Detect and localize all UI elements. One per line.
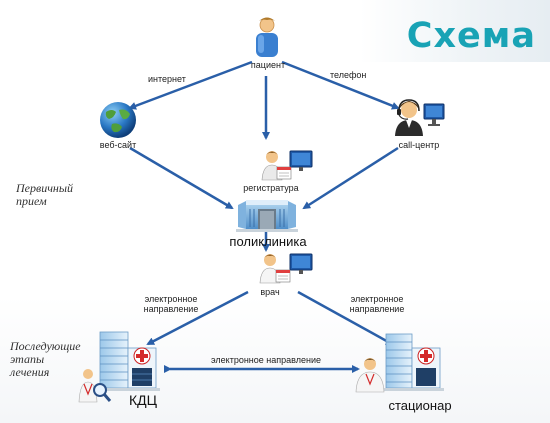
person-icon <box>256 17 278 57</box>
label-patient: пациент <box>250 60 286 70</box>
label-website: веб-сайт <box>99 140 137 150</box>
label-callcenter: call-центр <box>398 140 440 150</box>
arrow-patient-callcenter <box>281 60 400 110</box>
node-patient <box>250 16 284 58</box>
globe-icon <box>100 102 136 138</box>
node-clinic <box>236 197 298 233</box>
receptionist-icon <box>261 150 313 181</box>
label-hospital: стационар <box>388 398 452 413</box>
label-clinic: поликлиника <box>229 234 307 249</box>
doctor-icon <box>259 253 313 284</box>
label-registry: регистратура <box>243 183 299 193</box>
title-band: Схема <box>360 0 550 62</box>
hospital-building-icon <box>78 331 160 403</box>
label-phone: телефон <box>330 70 367 80</box>
arrow-callcenter-clinic <box>302 146 399 210</box>
arrow-patient-website <box>128 60 253 110</box>
arrow-doctor-kdc <box>146 290 249 346</box>
arrow-website-clinic <box>129 146 234 210</box>
hospital-icon <box>355 333 444 393</box>
section-primary: Первичный прием <box>16 182 73 208</box>
label-referral-left-line1: электронное <box>144 294 198 304</box>
node-callcenter <box>394 98 448 138</box>
section-followup-line2: этапы <box>10 352 45 366</box>
label-referral-left: электронное направление <box>136 294 206 314</box>
label-doctor: врач <box>260 287 280 297</box>
node-registry <box>260 148 316 182</box>
section-followup: Последующие этапы лечения <box>10 340 81 379</box>
arrow-doctor-hospital <box>297 290 394 346</box>
label-kdc: КДЦ <box>129 392 157 408</box>
label-referral-right-line1: электронное <box>350 294 404 304</box>
section-followup-line3: лечения <box>10 365 50 379</box>
section-primary-line2: прием <box>16 194 47 208</box>
label-internet: интернет <box>148 74 186 84</box>
node-doctor <box>258 251 316 285</box>
node-hospital <box>346 332 446 394</box>
section-followup-line1: Последующие <box>10 339 81 353</box>
node-kdc <box>76 328 170 406</box>
label-referral-left-line2: направление <box>143 304 199 314</box>
call-center-operator-icon <box>395 99 445 136</box>
page-title: Схема <box>406 16 536 56</box>
label-referral-bottom: электронное направление <box>211 355 321 365</box>
section-primary-line1: Первичный <box>16 181 74 195</box>
label-referral-right-line2: направление <box>349 304 405 314</box>
node-website <box>98 100 138 140</box>
clinic-building-icon <box>236 200 298 232</box>
label-referral-right: электронное направление <box>342 294 412 314</box>
